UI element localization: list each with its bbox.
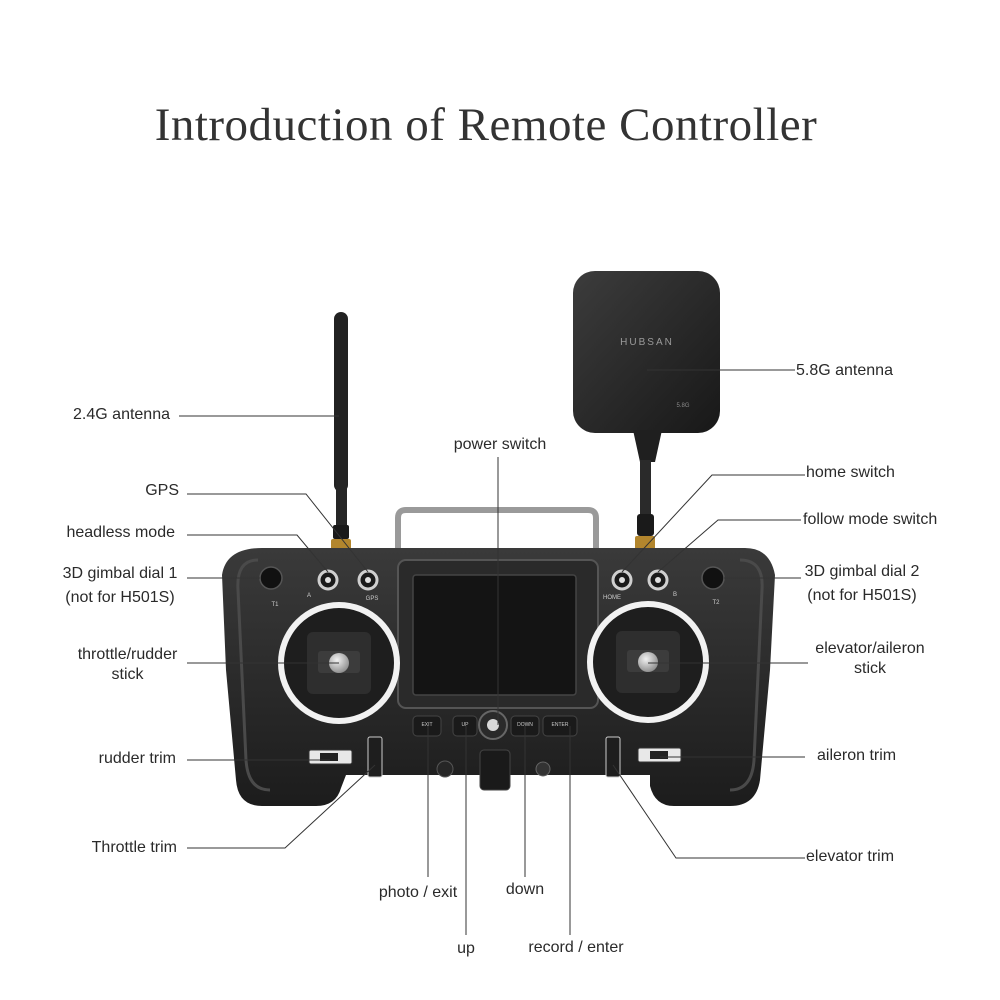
- home-switch[interactable]: [611, 569, 633, 591]
- label-gps: GPS: [145, 482, 179, 499]
- svg-text:EXIT: EXIT: [421, 722, 432, 728]
- throttle-trim[interactable]: [367, 736, 383, 778]
- enter-button[interactable]: ENTER: [542, 715, 578, 737]
- label-elevator-trim: elevator trim: [806, 848, 895, 865]
- svg-text:UP: UP: [462, 722, 470, 728]
- switch-home-label: HOME: [603, 595, 621, 601]
- switch-b-label: B: [673, 592, 677, 598]
- display-screen: [412, 574, 577, 696]
- gps-switch[interactable]: [357, 569, 379, 591]
- label-antenna-24: 2.4G antenna: [73, 406, 170, 423]
- indicator-light: [535, 761, 551, 777]
- label-gimbal1: 3D gimbal dial 1 (not for H501S): [62, 565, 178, 606]
- speaker-grille: [436, 760, 454, 778]
- label-rudder-trim: rudder trim: [98, 750, 176, 767]
- up-button[interactable]: UP: [452, 715, 478, 737]
- power-switch-knob: [487, 719, 499, 731]
- label-throttle-stick: throttle/rudder stick: [77, 646, 178, 683]
- elevator-trim[interactable]: [605, 736, 621, 778]
- line-throttle-trim: [187, 764, 376, 849]
- elevator-aileron-stick[interactable]: [587, 601, 709, 723]
- switch-gps-label: GPS: [366, 596, 379, 602]
- line-home: [621, 474, 805, 573]
- headless-mode-switch[interactable]: [317, 569, 339, 591]
- label-gimbal2: 3D gimbal dial 2 (not for H501S): [804, 563, 920, 604]
- label-aileron-trim: aileron trim: [817, 747, 897, 764]
- label-up: up: [457, 940, 475, 957]
- label-photo-exit: photo / exit: [378, 884, 458, 901]
- switch-a-label: A: [307, 593, 311, 599]
- callout-lines: [179, 369, 808, 935]
- dial-t2-label: T2: [712, 600, 720, 606]
- svg-text:ENTER: ENTER: [552, 722, 569, 728]
- gimbal-dial-1[interactable]: [259, 566, 283, 590]
- dial-t1-label: T1: [271, 602, 279, 608]
- carry-handle: [395, 507, 599, 560]
- svg-text:DOWN: DOWN: [517, 722, 533, 728]
- line-follow: [657, 519, 801, 573]
- antenna-brand-text: HUBSAN: [620, 337, 674, 348]
- follow-mode-switch[interactable]: [647, 569, 669, 591]
- antenna-band-text: 5.8G: [676, 403, 689, 409]
- line-gps: [187, 493, 369, 573]
- label-down: down: [505, 881, 545, 898]
- line-elevator-trim: [612, 764, 805, 859]
- label-throttle-trim: Throttle trim: [91, 839, 177, 856]
- label-follow-mode: follow mode switch: [803, 511, 938, 528]
- line-headless: [187, 534, 329, 573]
- label-record-enter: record / enter: [528, 939, 624, 956]
- antenna-24g: [331, 312, 351, 555]
- label-antenna-58: 5.8G antenna: [796, 362, 893, 379]
- label-headless: headless mode: [66, 524, 175, 541]
- exit-button[interactable]: EXIT: [412, 715, 442, 737]
- label-power-switch: power switch: [453, 436, 547, 453]
- battery-slot: [479, 749, 511, 791]
- label-elevator-stick: elevator/aileron stick: [815, 640, 925, 677]
- gimbal-dial-2[interactable]: [701, 566, 725, 590]
- page-title: Introduction of Remote Controller: [154, 99, 818, 151]
- label-home-switch: home switch: [806, 464, 895, 481]
